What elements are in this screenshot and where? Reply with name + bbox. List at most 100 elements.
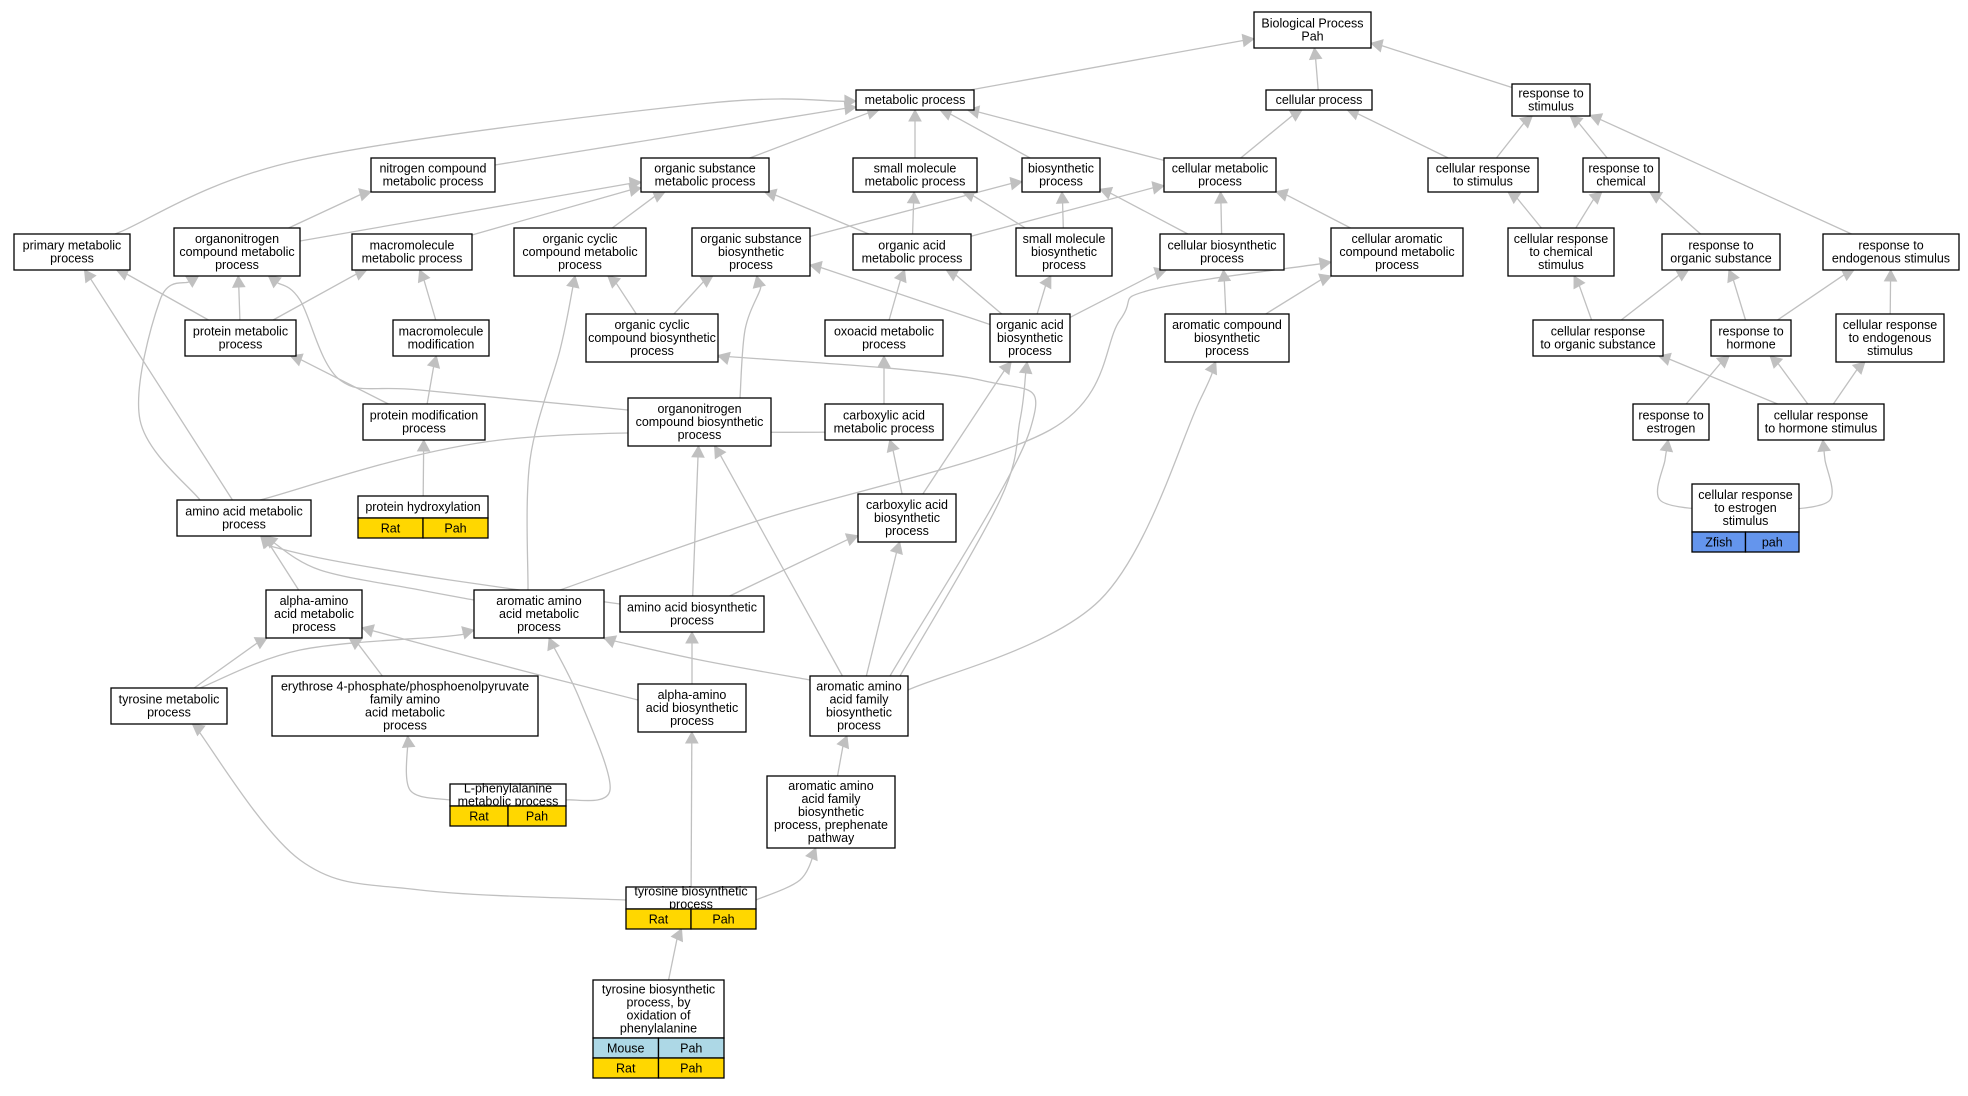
go-term-box — [1015, 227, 1113, 277]
go-term-box — [852, 157, 978, 193]
go-term-box — [1021, 157, 1101, 193]
go-term-label: process — [1042, 258, 1086, 272]
go-term-label: process — [50, 252, 94, 266]
edge-oab-to-osb-arrowhead — [808, 260, 823, 275]
edge-rs-to-bp-arrowhead — [1369, 39, 1384, 53]
edge-rc-to-rs-arrowhead — [1569, 115, 1584, 129]
edge-prot-to-pmp — [126, 273, 209, 321]
go-term-box — [1265, 89, 1373, 111]
go-term-label: acid metabolic — [274, 607, 354, 621]
go-term-e4p[interactable]: erythrose 4-phosphate/phosphoenolpyruvat… — [271, 675, 539, 737]
go-term-label: nitrogen compound — [379, 162, 486, 176]
gene-label: pah — [1762, 536, 1783, 550]
go-term-label: response to — [1518, 87, 1583, 101]
go-term-label: to stimulus — [1453, 175, 1513, 189]
go-term-label: metabolic process — [865, 175, 966, 189]
go-term-label: metabolic process — [655, 175, 756, 189]
go-term-label: biosynthetic — [1028, 162, 1094, 176]
edge-cres-to-res-arrowhead — [1883, 268, 1898, 282]
edge-acb-to-cacm-arrowhead — [1318, 273, 1333, 287]
go-term-label: process — [862, 338, 906, 352]
go-term-label: response to — [1588, 162, 1653, 176]
annotation-cell — [507, 805, 567, 827]
go-term-label: cellular response — [1436, 162, 1531, 176]
go-term-box — [473, 589, 605, 639]
go-term-box — [362, 403, 486, 441]
go-term-cp[interactable]: cellular process — [1265, 89, 1373, 111]
go-term-box — [766, 775, 896, 849]
go-term-label: aromatic amino — [496, 594, 581, 608]
go-term-label: organic acid — [878, 239, 945, 253]
go-term-label: primary metabolic — [23, 239, 122, 253]
go-term-label: cellular response — [1551, 325, 1646, 339]
edge-res-to-rs — [1599, 118, 1852, 235]
go-term-label: tyrosine biosynthetic — [634, 885, 747, 899]
edge-cbp-to-cmp — [1220, 202, 1223, 235]
edge-re-to-rh-arrowhead — [1715, 355, 1730, 369]
go-term-label: cellular response — [1698, 488, 1793, 502]
go-term-label: process, prephenate — [774, 818, 888, 832]
go-term-box — [392, 319, 490, 357]
edge-lphe-to-arom-arrowhead — [547, 637, 560, 652]
edge-pmod-to-prot-arrowhead — [289, 353, 304, 367]
edge-aafb-to-onb-arrowhead — [714, 445, 727, 460]
edge-tyb-to-prep-arrowhead — [805, 847, 818, 862]
edge-tybo-to-tyb — [667, 938, 678, 981]
edge-cab-to-oab — [922, 370, 1005, 495]
go-term-mp[interactable]: metabolic process — [855, 89, 975, 111]
go-term-box — [1822, 233, 1960, 271]
go-term-label: process — [678, 428, 722, 442]
go-term-label: process — [670, 614, 714, 628]
go-term-box — [1511, 83, 1591, 117]
